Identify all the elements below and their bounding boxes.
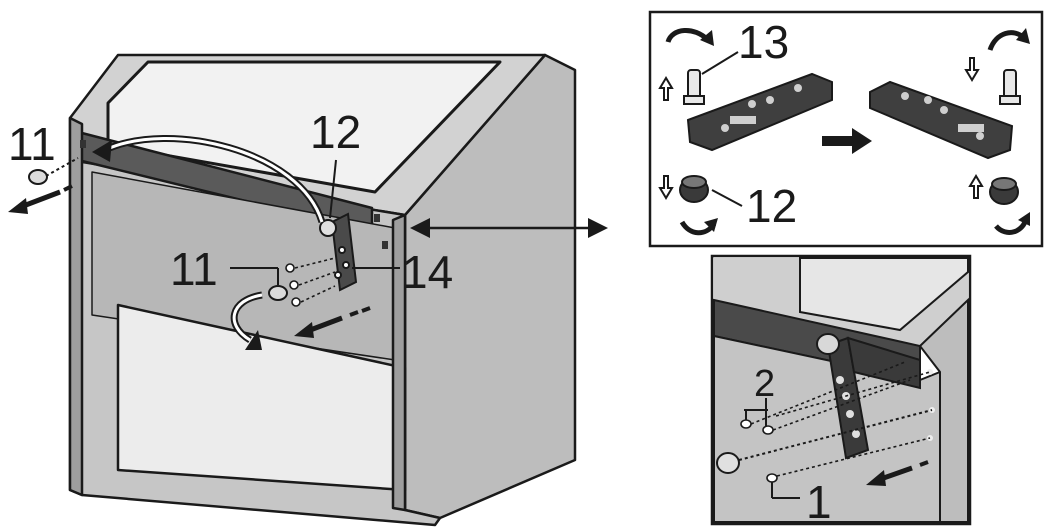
pull-arrow-left [8, 184, 73, 214]
detail-knob [816, 333, 840, 355]
mount-hole [382, 241, 388, 249]
detail-pull-arrow [866, 460, 929, 486]
callout-12-main: 12 [310, 106, 361, 158]
arrow-head [92, 140, 112, 162]
callout-11-left: 11 [8, 118, 56, 170]
swap-arrow [822, 128, 872, 154]
front-left-strip [68, 116, 84, 497]
leader-line-12 [329, 159, 337, 219]
hinge-knob-right [989, 177, 1019, 205]
bolt-11-left [28, 157, 79, 185]
callout-2: 2 [754, 363, 775, 405]
hinge-bracket-main [319, 212, 358, 292]
front-right-strip [391, 213, 407, 512]
callout-14: 14 [402, 246, 453, 298]
hinge-pin-13 [683, 69, 705, 105]
hinge-swap-inset: 13 12 [648, 10, 1044, 248]
bolt-11-lower [266, 267, 288, 301]
down-arrow-icon [658, 175, 674, 200]
callout-1: 1 [806, 476, 832, 528]
detail-bolt [716, 409, 933, 474]
up-arrow-icon [968, 174, 984, 199]
hinge-knob-12 [679, 175, 709, 203]
callout-12-inset: 12 [746, 180, 797, 232]
bracket-screws [285, 257, 336, 307]
lid-panel [106, 60, 502, 194]
callout-13: 13 [738, 16, 789, 68]
mount-hole [80, 140, 86, 148]
down-arrow-icon [964, 57, 980, 82]
double-arrow [410, 218, 608, 238]
callout-11-lower: 11 [170, 243, 218, 295]
hinge-plate-right [869, 80, 1014, 160]
hinge-pin-right [999, 69, 1021, 105]
hinge-pin-knob [319, 219, 337, 237]
mount-hole [374, 214, 380, 222]
detail-inset: 2 1 [710, 254, 972, 528]
pull-arrow-lower [294, 306, 371, 338]
up-arrow-icon [658, 76, 674, 101]
